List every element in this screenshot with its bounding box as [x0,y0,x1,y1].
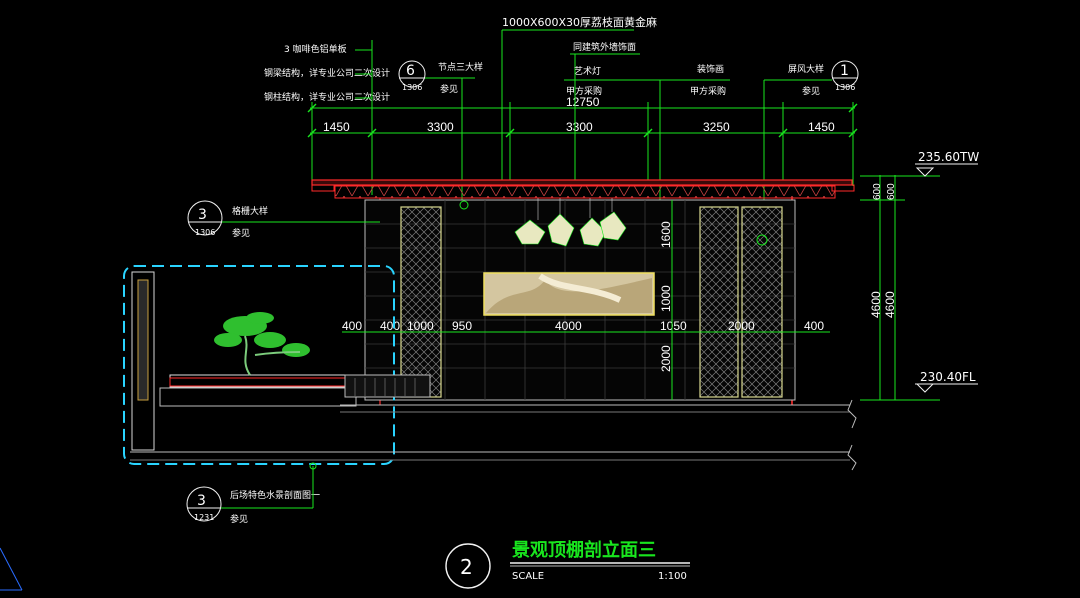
top-level: 235.60TW [918,150,979,164]
left-note-2: 钢梁结构，详专业公司二次设计 [264,67,390,79]
screen-detail-callout: 屏风大样 [788,63,824,75]
svg-text:1: 1 [840,63,849,79]
detail-symbol-6: 6 1306 [398,60,426,92]
right-dimension-group: 600 600 4600 4600 235.60TW 230.40FL [860,150,979,401]
title-number: 2 [460,555,473,579]
see-callout-3: 参见 [232,227,250,239]
svg-text:6: 6 [406,63,415,79]
mid-dim-6: 1050 [660,319,687,333]
top-dim-1: 1450 [323,120,350,134]
node3-callout: 节点三大样 [438,61,483,73]
lattice-panel-right-2 [741,206,783,398]
top-dim-4: 3250 [703,120,730,134]
svg-text:1306: 1306 [835,83,855,92]
feature-wall [364,198,796,401]
top-dim-5: 1450 [808,120,835,134]
lattice-panel-right-1 [699,206,739,398]
pool-section [123,265,431,465]
vdim-2000: 2000 [659,345,673,372]
trellis-symbol-bottom: 1306 [195,228,215,237]
pool-symbol-top: 3 [197,493,206,509]
scale-label: SCALE [512,571,544,582]
trellis-symbol-top: 3 [198,207,207,223]
bottom-level: 230.40FL [920,370,976,384]
mid-dim-8: 400 [804,319,824,333]
detail-boundary-box [123,265,395,465]
title-block: 2 景观顶棚剖立面三 SCALE 1:100 [445,539,690,589]
deco-callout: 装饰画 [697,63,724,75]
pool-callout: 3 1231 后场特色水景剖面图一 参见 [186,462,320,525]
see-callout-4: 参见 [230,513,248,525]
vdim-4600-a: 4600 [869,291,883,318]
art-lamp [514,198,627,247]
mid-dim-4: 950 [452,319,472,333]
drawing-title: 景观顶棚剖立面三 [512,539,656,561]
purchase-callout-1: 甲方采购 [566,85,602,97]
wall-callout: 同建筑外墙饰面 [573,41,636,53]
lattice-panel-left [400,206,442,398]
material-callout: 1000X600X30厚荔枝面黄金麻 [502,15,657,29]
vdim-1000: 1000 [659,285,673,312]
mid-dim-5: 4000 [555,319,582,333]
scale-value: 1:100 [658,571,687,582]
art-lamp-callout: 艺术灯 [574,65,601,77]
top-callouts: 1000X600X30厚荔枝面黄金麻 同建筑外墙饰面 艺术灯 甲方采购 装饰画 … [264,15,859,250]
left-note-3: 钢柱结构，详专业公司二次设计 [264,91,390,103]
trellis-callout: 3 1306 格栅大样 参见 [187,200,380,239]
mid-dim-7: 2000 [728,319,755,333]
svg-text:1306: 1306 [402,83,422,92]
overall-dimension: 12750 [566,95,600,109]
vdim-1600: 1600 [659,221,673,248]
ground-lines [130,399,857,471]
pool-label: 后场特色水景剖面图一 [230,489,320,501]
mid-dimension-group: 400 400 1000 950 4000 1050 2000 400 1600… [342,200,830,400]
corner-marks [0,547,23,591]
top-dim-2: 3300 [427,120,454,134]
top-dim-3: 3300 [566,120,593,134]
trellis-label: 格栅大样 [232,205,268,217]
mid-dim-3: 1000 [407,319,434,333]
mid-dim-1: 400 [342,319,362,333]
mid-dim-2: 400 [380,319,400,333]
pool-symbol-bottom: 1231 [194,513,214,522]
detail-symbol-1: 1 1306 [831,60,859,92]
vdim-600-a: 600 [872,183,883,200]
see-callout-1: 参见 [802,85,820,97]
purchase-callout-2: 甲方采购 [690,85,726,97]
vdim-600-b: 600 [886,183,897,200]
vdim-4600-b: 4600 [883,291,897,318]
see-callout-2: 参见 [440,83,458,95]
left-note-1: 3 咖啡色铝单板 [284,43,347,55]
roof-truss [311,179,855,405]
top-dimension-group: 12750 1450 3300 3300 3250 1450 [307,95,858,186]
pine-tree-illustration [214,312,310,376]
